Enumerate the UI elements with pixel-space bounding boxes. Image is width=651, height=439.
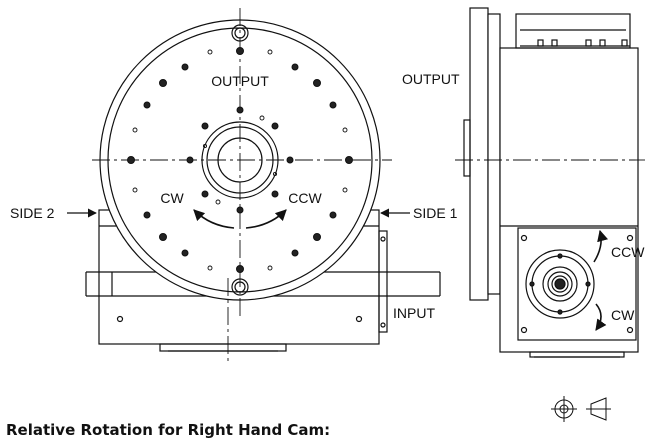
ccw-arrow: [245, 209, 287, 229]
side-view: [455, 7, 645, 358]
small-holes: [132, 49, 348, 271]
cw-arrow: [193, 209, 235, 229]
side-ccw-arrow: [593, 229, 609, 263]
side-housing: [499, 13, 639, 358]
front-ccw-label: CCW: [288, 190, 322, 206]
caption-heading: Relative Rotation for Right Hand Cam:: [6, 421, 331, 439]
side2-label: SIDE 2: [10, 205, 55, 221]
side-output-label: OUTPUT: [402, 71, 460, 87]
output-plate-edge: [463, 7, 501, 301]
input-shaft-end: [525, 249, 595, 319]
third-angle-projection-icon: [551, 396, 611, 422]
side1-label: SIDE 1: [413, 205, 458, 221]
centerlines: [92, 8, 392, 362]
bolt-holes: [127, 47, 353, 273]
side-ccw-label: CCW: [611, 244, 645, 260]
front-view: [67, 8, 441, 362]
side-cw-arrow: [595, 303, 607, 331]
front-cw-label: CW: [160, 190, 184, 206]
front-output-label: OUTPUT: [211, 73, 269, 89]
side-cw-label: CW: [611, 307, 635, 323]
input-label: INPUT: [393, 305, 435, 321]
